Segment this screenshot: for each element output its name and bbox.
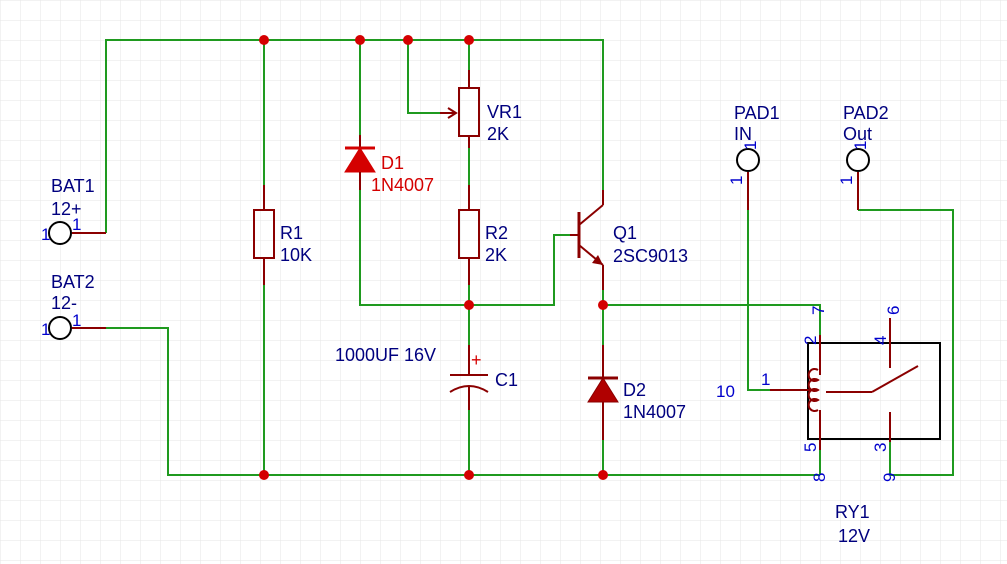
- q1-ref: Q1: [613, 223, 637, 243]
- c1-plus: +: [471, 350, 482, 370]
- pad1-connector[interactable]: PAD1 IN 1 1: [727, 103, 780, 210]
- q1-emitter-arrow-icon: [592, 255, 603, 265]
- bat1-ref: BAT1: [51, 176, 95, 196]
- junction-dot: [598, 470, 608, 480]
- q1-value: 2SC9013: [613, 246, 688, 266]
- vr1-ref: VR1: [487, 102, 522, 122]
- vr1-wiper-arrow-icon: [447, 107, 458, 119]
- wire-top-rail: [105, 39, 604, 233]
- bat2-pad-icon: [48, 316, 72, 340]
- ry1-pin2-label: 2: [801, 336, 820, 345]
- ry1-pin9-label: 9: [880, 473, 899, 482]
- ry1-coil-icon: [807, 368, 820, 412]
- r2-resistor[interactable]: R2 2K: [458, 185, 508, 285]
- ry1-value: 12V: [838, 526, 870, 546]
- wire-bottom-rail: [106, 327, 820, 476]
- junctions: [259, 35, 608, 480]
- junction-dot: [464, 300, 474, 310]
- r1-ref: R1: [280, 223, 303, 243]
- ry1-pin8-label: 8: [810, 473, 829, 482]
- pad2-value: Out: [843, 124, 872, 144]
- pad1-ref: PAD1: [734, 103, 780, 123]
- junction-dot: [259, 470, 269, 480]
- d2-ref: D2: [623, 380, 646, 400]
- r1-resistor[interactable]: R1 10K: [253, 185, 312, 285]
- c1-ref: C1: [495, 370, 518, 390]
- vr1-potentiometer[interactable]: VR1 2K: [440, 70, 522, 148]
- r1-value: 10K: [280, 245, 312, 265]
- ry1-pin6-label: 6: [884, 306, 903, 315]
- ry1-pin7-label: 7: [809, 306, 828, 315]
- bat2-ref: BAT2: [51, 272, 95, 292]
- bat1-pin-left: 1: [41, 225, 50, 244]
- ry1-pin5-label: 5: [801, 443, 820, 452]
- bat1-connector[interactable]: BAT1 12+ 1 1: [41, 176, 106, 245]
- junction-dot: [598, 300, 608, 310]
- pad2-pad-icon: [846, 148, 870, 172]
- c1-capacitor[interactable]: + 1000UF 16V C1: [335, 345, 518, 410]
- junction-dot: [464, 470, 474, 480]
- vr1-value: 2K: [487, 124, 509, 144]
- d1-value: 1N4007: [371, 175, 434, 195]
- pad2-pin-b: 1: [851, 141, 870, 150]
- bat2-connector[interactable]: BAT2 12- 1 1: [41, 272, 106, 340]
- junction-dot: [464, 35, 474, 45]
- wire-pad2-relay-pin9: [858, 209, 954, 476]
- pad1-pad-icon: [736, 148, 760, 172]
- pad2-connector[interactable]: PAD2 Out 1 1: [837, 103, 889, 210]
- bat2-value: 12-: [51, 293, 77, 313]
- bat1-value: 12+: [51, 199, 82, 219]
- junction-dot: [355, 35, 365, 45]
- ry1-pin10-label: 10: [716, 382, 735, 401]
- c1-value: 1000UF 16V: [335, 345, 436, 365]
- bat1-pad-icon: [48, 221, 72, 245]
- q1-collector: [578, 204, 604, 226]
- d1-ref: D1: [381, 153, 404, 173]
- junction-dot: [403, 35, 413, 45]
- ry1-relay[interactable]: 1 10 2 7 5 8 4 6 3 9 RY1 12V: [716, 306, 941, 546]
- d2-diode[interactable]: D2 1N4007: [587, 345, 686, 440]
- d2-value: 1N4007: [623, 402, 686, 422]
- pad1-pin-a: 1: [727, 176, 746, 185]
- bat1-pin-right: 1: [72, 215, 81, 234]
- pad1-value: IN: [734, 124, 752, 144]
- wire-vr1-wiper: [407, 40, 440, 114]
- ry1-pin3-label: 3: [871, 443, 890, 452]
- bat2-pin-right: 1: [72, 311, 81, 330]
- pad2-pin-a: 1: [837, 176, 856, 185]
- ry1-pin4-label: 4: [871, 336, 890, 345]
- pad2-ref: PAD2: [843, 103, 889, 123]
- d1-diode[interactable]: D1 1N4007: [344, 135, 434, 195]
- bat2-pin-left: 1: [41, 320, 50, 339]
- wire-d1-to-base: [359, 190, 570, 306]
- r2-ref: R2: [485, 223, 508, 243]
- ry1-pin1-label: 1: [761, 370, 770, 389]
- q1-transistor[interactable]: Q1 2SC9013: [570, 190, 688, 290]
- r2-value: 2K: [485, 245, 507, 265]
- pad1-pin-b: 1: [741, 141, 760, 150]
- ry1-ref: RY1: [835, 502, 870, 522]
- junction-dot: [259, 35, 269, 45]
- ry1-switch-arm-icon: [871, 365, 919, 393]
